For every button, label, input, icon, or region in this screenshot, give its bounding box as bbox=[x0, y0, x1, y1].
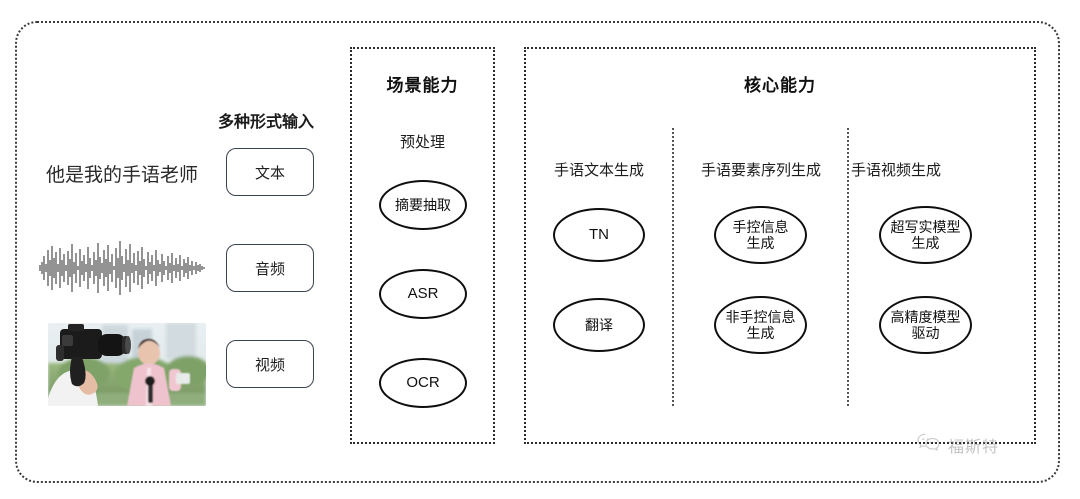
watermark-text: 福斯特 bbox=[948, 438, 1000, 456]
watermark: 福斯特 bbox=[916, 432, 999, 457]
core-column-heading-sign-video-generation: 手语视频生成 bbox=[851, 162, 942, 179]
input-section-label: 多种形式输入 bbox=[218, 114, 315, 131]
core-column-divider-2 bbox=[847, 128, 849, 406]
core-node-high-precision-model-driving[interactable]: 高精度模型 驱动 bbox=[879, 296, 972, 354]
input-chip-video[interactable]: 视频 bbox=[226, 340, 314, 388]
outer-dotted-frame bbox=[15, 21, 1060, 483]
core-node-high-precision-model-driving-line1: 高精度模型 bbox=[890, 308, 961, 325]
core-node-non-manual-info-generation-line2: 生成 bbox=[746, 325, 775, 341]
audio-waveform-icon bbox=[36, 238, 208, 298]
core-column-heading-sign-text-generation: 手语文本生成 bbox=[553, 162, 644, 179]
wechat-icon bbox=[916, 432, 942, 457]
core-column-heading-sign-element-sequence-generation: 手语要素序列生成 bbox=[700, 162, 821, 179]
core-capability-title: 核心能力 bbox=[744, 76, 816, 95]
core-node-tn[interactable]: TN bbox=[553, 208, 645, 262]
video-thumbnail bbox=[48, 323, 206, 406]
core-node-manual-info-generation-line2: 生成 bbox=[746, 235, 775, 251]
core-node-hyperrealistic-model-generation-line1: 超写实模型 bbox=[890, 218, 961, 235]
core-node-manual-info-generation[interactable]: 手控信息 生成 bbox=[714, 206, 807, 264]
core-node-non-manual-info-generation-line1: 非手控信息 bbox=[725, 308, 796, 325]
scene-group-label-preprocess: 预处理 bbox=[399, 134, 445, 151]
scene-node-ocr[interactable]: OCR bbox=[379, 358, 467, 408]
core-column-divider-1 bbox=[672, 128, 674, 406]
sample-sentence-text: 他是我的手语老师 bbox=[46, 165, 199, 186]
scene-capability-panel: 场景能力 bbox=[350, 47, 495, 444]
scene-node-summary-extraction[interactable]: 摘要抽取 bbox=[379, 180, 467, 230]
core-node-manual-info-generation-line1: 手控信息 bbox=[732, 218, 789, 235]
input-chip-text[interactable]: 文本 bbox=[226, 148, 314, 196]
core-capability-panel: 核心能力 bbox=[524, 47, 1036, 444]
core-node-translation[interactable]: 翻译 bbox=[553, 298, 645, 352]
core-node-hyperrealistic-model-generation-line2: 生成 bbox=[911, 235, 940, 251]
core-node-high-precision-model-driving-line2: 驱动 bbox=[911, 325, 940, 341]
core-node-hyperrealistic-model-generation[interactable]: 超写实模型 生成 bbox=[879, 206, 972, 264]
scene-capability-title: 场景能力 bbox=[386, 76, 459, 95]
input-chip-audio[interactable]: 音频 bbox=[226, 244, 314, 292]
scene-node-asr[interactable]: ASR bbox=[379, 269, 467, 319]
core-node-non-manual-info-generation[interactable]: 非手控信息 生成 bbox=[714, 296, 807, 354]
